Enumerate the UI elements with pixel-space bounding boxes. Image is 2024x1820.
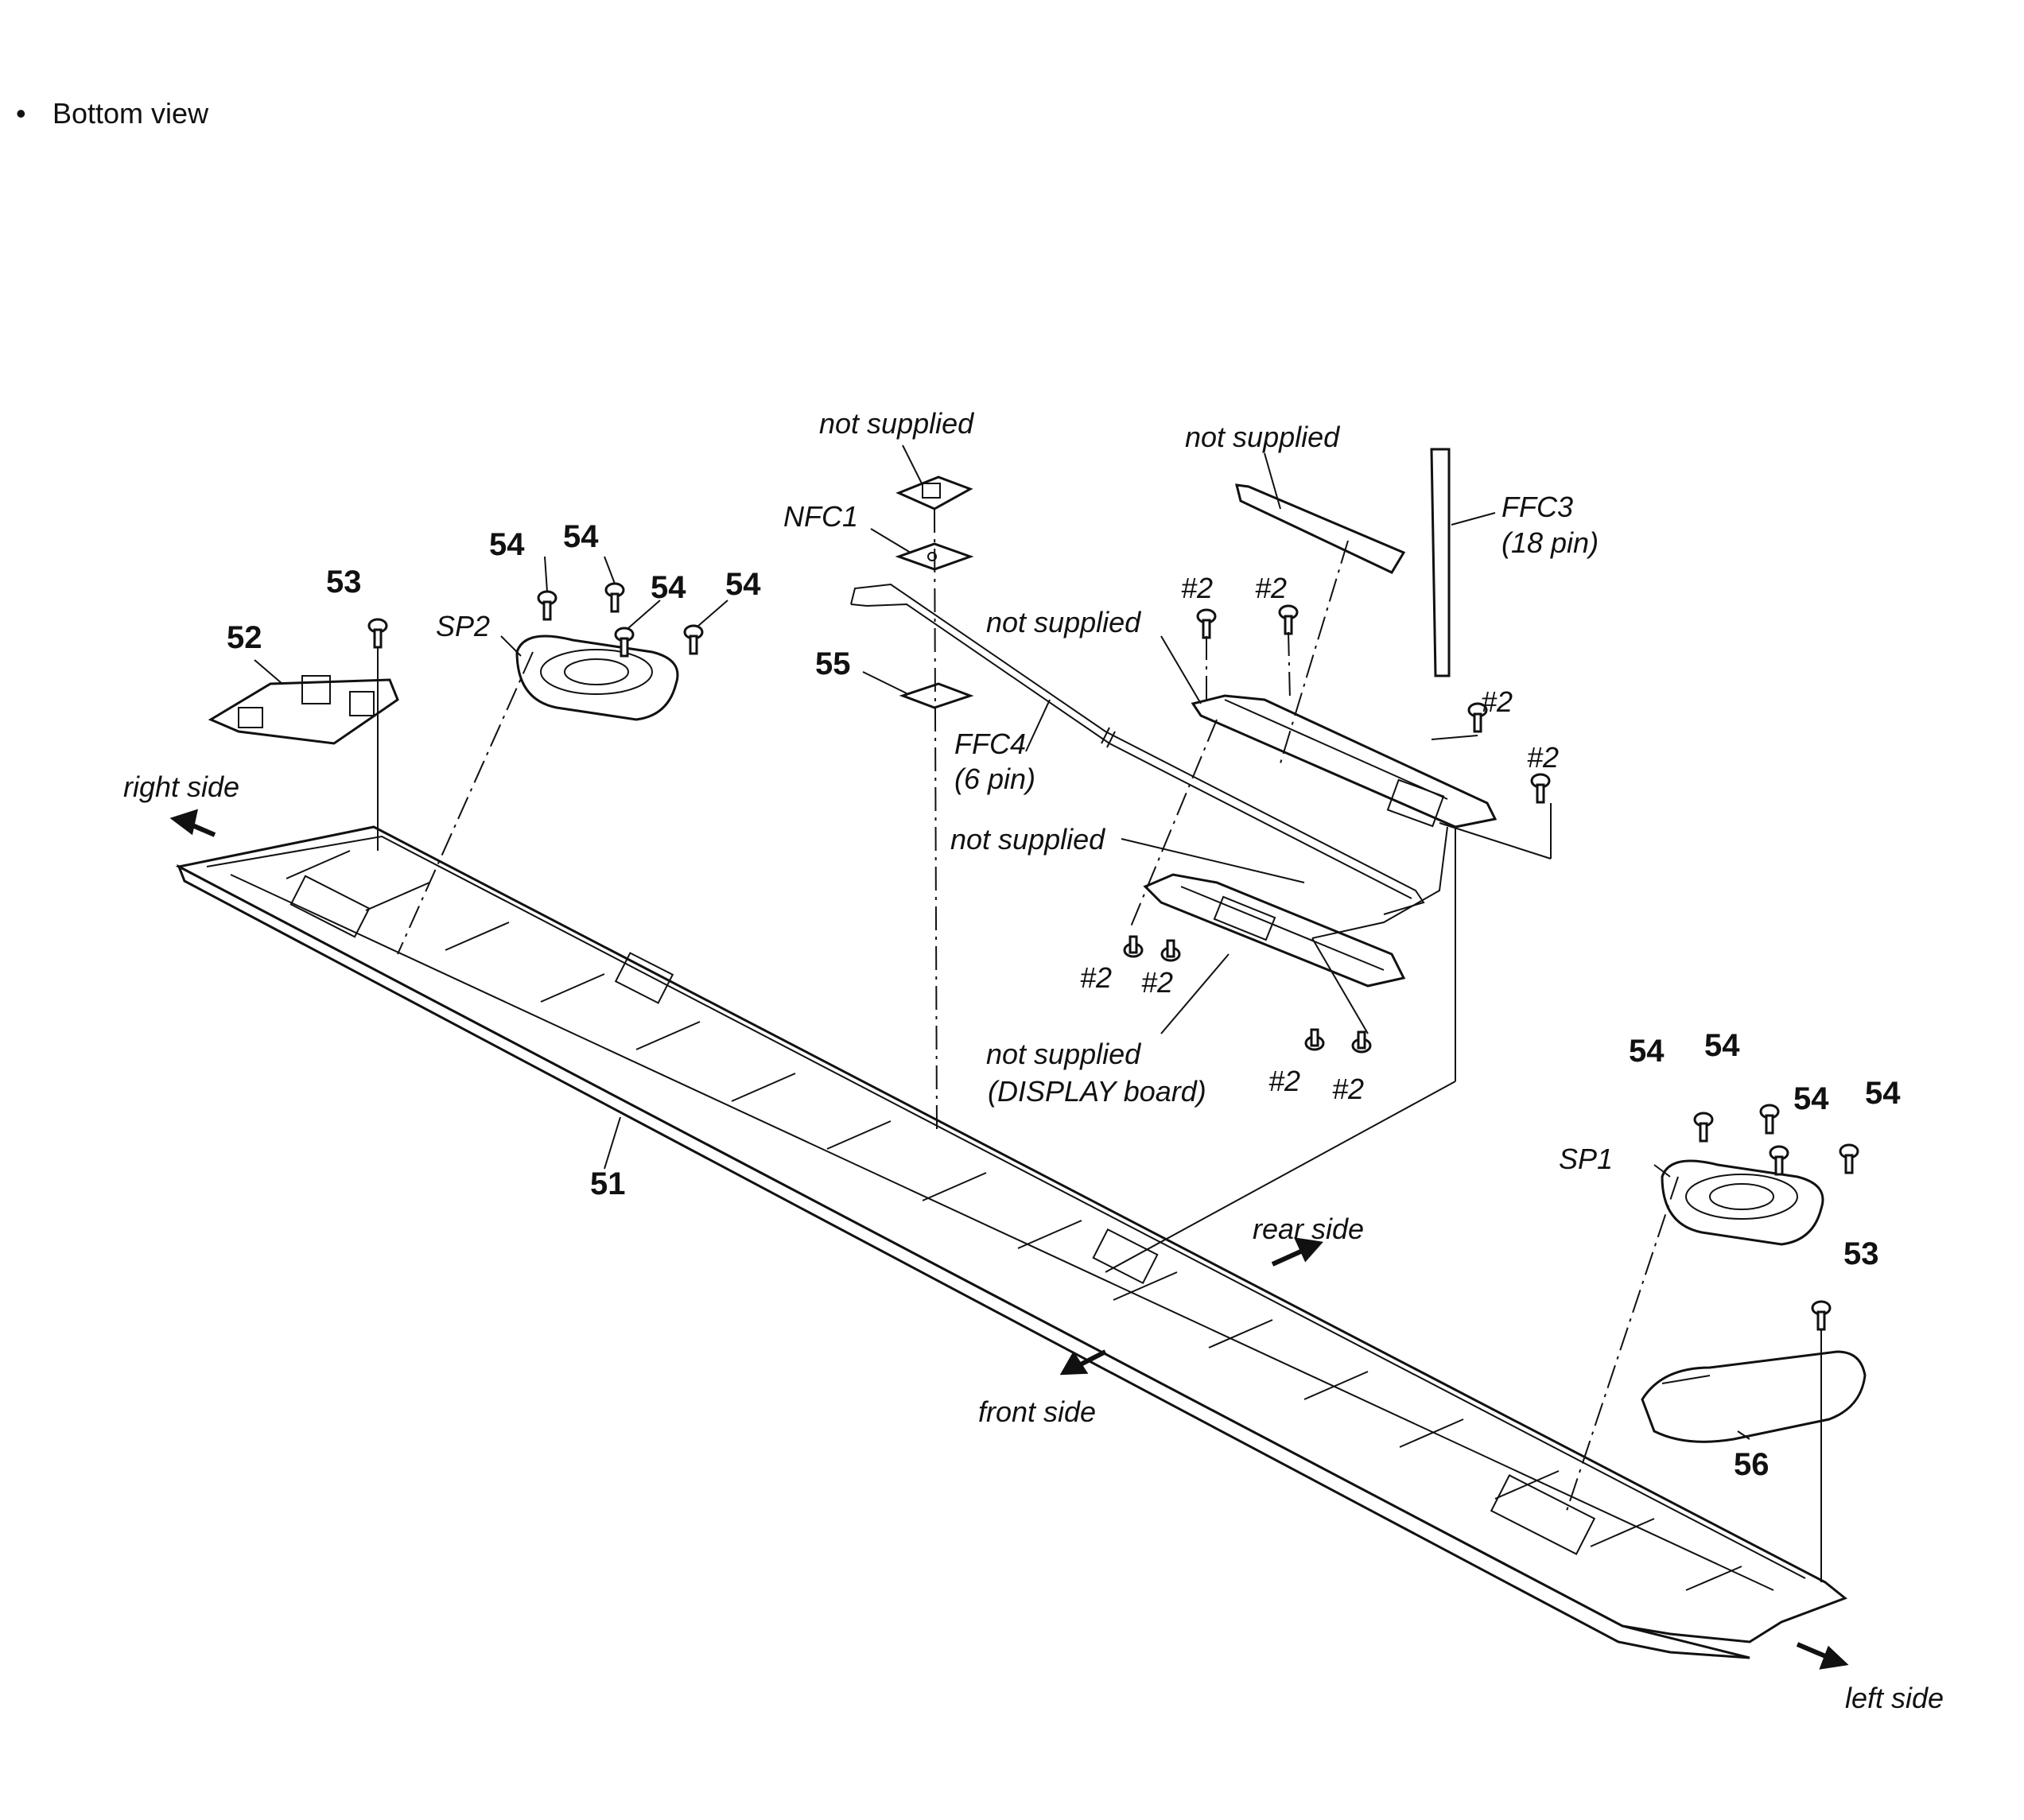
- screw-54-a: [537, 590, 557, 621]
- arrow-right-side: [169, 809, 216, 837]
- label-53-right: 53: [326, 565, 362, 600]
- bracket-52: [208, 675, 399, 745]
- screw-2-h: [1351, 1030, 1372, 1054]
- direction-arrows: [169, 809, 1849, 1670]
- display-board: [1143, 873, 1406, 988]
- label-54-8: 54: [1865, 1076, 1901, 1111]
- note-not-supplied-top-right: not supplied: [1185, 421, 1340, 453]
- label-sp2: SP2: [436, 610, 490, 642]
- cover-56: [1641, 1350, 1867, 1443]
- screw-2-b: [1278, 604, 1299, 635]
- screw-54-h: [1839, 1143, 1859, 1174]
- not-supplied-sheet-top: [895, 475, 973, 510]
- label-front-side: front side: [978, 1395, 1096, 1428]
- screw-53-right-side: [367, 618, 388, 649]
- screws: [367, 582, 1859, 1331]
- assembly-lines: [377, 508, 1822, 1582]
- screw-54-f: [1759, 1104, 1780, 1135]
- label-54-2: 54: [563, 519, 599, 554]
- not-supplied-bar: [1235, 483, 1406, 574]
- label-rear-side: rear side: [1253, 1213, 1364, 1245]
- label-54-7: 54: [1793, 1081, 1829, 1116]
- label-54-5: 54: [1629, 1034, 1665, 1069]
- screw-54-c: [614, 627, 635, 658]
- label-54-4: 54: [725, 567, 761, 602]
- rear-bracket: [1191, 694, 1498, 829]
- ffc4-cable: [850, 583, 1425, 915]
- screw-54-g: [1769, 1145, 1789, 1176]
- label-screw-2-b: #2: [1255, 572, 1287, 604]
- sheet-55: [899, 682, 974, 709]
- screw-2-e: [1123, 935, 1144, 958]
- header-bullet: •: [16, 97, 26, 130]
- screw-54-e: [1693, 1112, 1714, 1143]
- label-screw-2-d: #2: [1527, 741, 1559, 774]
- screw-2-a: [1196, 608, 1217, 639]
- label-right-side: right side: [123, 770, 239, 803]
- screw-2-d: [1530, 773, 1551, 804]
- screw-2-f: [1160, 939, 1181, 962]
- label-ffc3: FFC3: [1501, 491, 1573, 523]
- note-display-board: (DISPLAY board): [988, 1075, 1206, 1108]
- label-screw-2-a: #2: [1181, 572, 1213, 604]
- label-screw-2-f: #2: [1141, 966, 1173, 999]
- arrow-rear-side: [1271, 1237, 1323, 1267]
- label-54-6: 54: [1704, 1028, 1740, 1063]
- view-title: Bottom view: [52, 97, 209, 130]
- label-51: 51: [590, 1166, 626, 1201]
- screw-2-c: [1467, 702, 1488, 733]
- label-53-left: 53: [1843, 1236, 1879, 1271]
- label-54-3: 54: [651, 570, 686, 605]
- ffc3-ribbon: [1430, 448, 1451, 677]
- speaker-sp1: [1661, 1159, 1824, 1246]
- screw-53-left-side: [1811, 1300, 1832, 1331]
- screw-2-g: [1304, 1028, 1325, 1051]
- label-52: 52: [227, 620, 262, 655]
- note-not-supplied-display: not supplied: [986, 1038, 1141, 1070]
- speaker-sp2: [515, 634, 679, 721]
- note-not-supplied-top: not supplied: [819, 407, 974, 440]
- label-nfc1: NFC1: [783, 500, 858, 533]
- label-56: 56: [1734, 1447, 1770, 1482]
- note-not-supplied-middle: not supplied: [950, 823, 1105, 856]
- screw-54-d: [683, 624, 704, 655]
- note-not-supplied-bracket: not supplied: [986, 606, 1141, 638]
- screw-54-b: [604, 582, 625, 613]
- label-left-side: left side: [1845, 1682, 1944, 1714]
- label-ffc3-pin: (18 pin): [1501, 526, 1599, 559]
- bottom-cover-51: [175, 825, 1847, 1659]
- label-screw-2-e: #2: [1080, 961, 1112, 994]
- label-55: 55: [815, 646, 851, 681]
- label-screw-2-c: #2: [1481, 685, 1513, 718]
- arrow-left-side: [1796, 1642, 1849, 1670]
- ffc3-route: [1311, 826, 1448, 939]
- label-sp1: SP1: [1559, 1143, 1613, 1175]
- label-ffc4: FFC4: [954, 728, 1026, 760]
- label-screw-2-g: #2: [1268, 1065, 1300, 1097]
- label-screw-2-h: #2: [1332, 1073, 1364, 1105]
- labels: 52 53 SP2 54 54 54 54 not supplied NFC1 …: [123, 407, 1944, 1714]
- label-54-1: 54: [489, 527, 525, 562]
- arrow-front-side: [1059, 1349, 1107, 1376]
- leader-lines: [254, 444, 1750, 1440]
- label-ffc4-pin: (6 pin): [954, 763, 1035, 795]
